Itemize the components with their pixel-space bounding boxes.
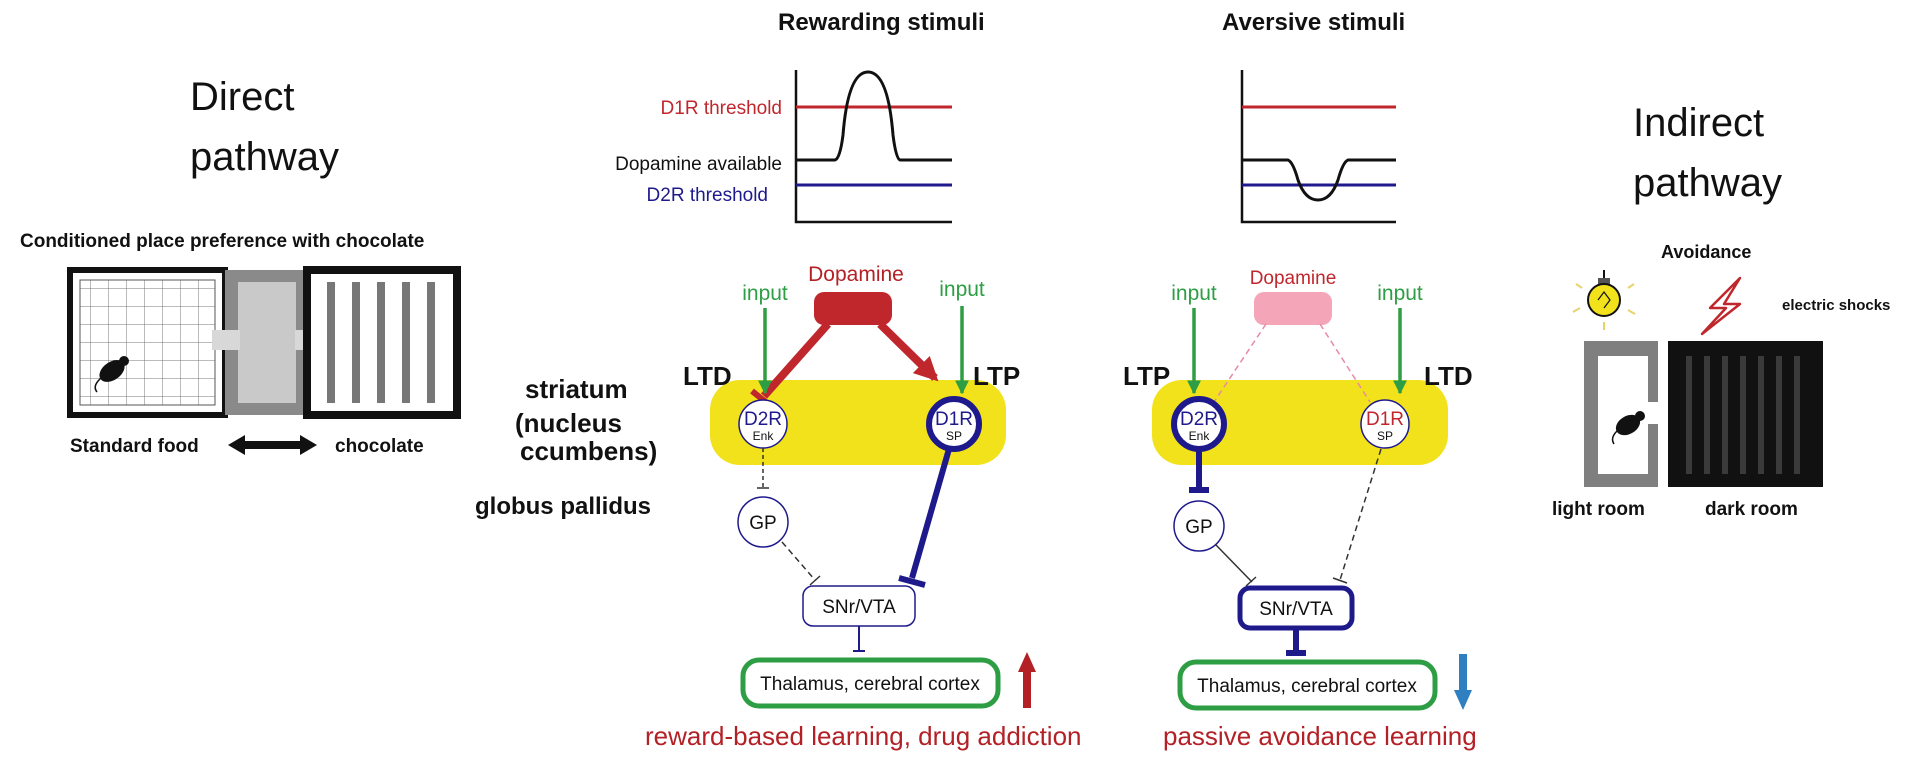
rewarding-graph	[794, 70, 952, 224]
avoidance-label: Avoidance	[1661, 242, 1751, 262]
aversive-ltp: LTP	[1123, 361, 1170, 391]
striatum-label: striatum	[525, 374, 628, 404]
reward-striatum-band	[710, 380, 1006, 465]
reward-thalamus: Thalamus, cerebral cortex	[760, 674, 980, 695]
aversive-d1r: D1R	[1366, 409, 1404, 430]
cpp-apparatus	[67, 266, 461, 419]
down-arrow-icon	[1454, 654, 1472, 710]
aversive-circuit: Dopamine input input LTP LTD D2R Enk D1R…	[1123, 268, 1477, 751]
globus-pallidus-label: globus pallidus	[475, 493, 651, 520]
reward-enk: Enk	[753, 429, 775, 443]
indirect-title-line2: pathway	[1633, 161, 1782, 205]
reward-dopamine-box	[814, 292, 892, 325]
mouse-icon-right	[1611, 411, 1645, 445]
aversive-gp: GP	[1185, 517, 1212, 538]
indirect-title-line1: Indirect	[1633, 101, 1764, 145]
d2r-threshold-label: D2R threshold	[647, 185, 768, 206]
direct-title-line1: Direct	[190, 75, 294, 119]
electric-shocks-label: electric shocks	[1782, 297, 1890, 314]
reward-gp: GP	[749, 513, 776, 534]
aversive-dopamine-label: Dopamine	[1250, 268, 1337, 289]
reward-ltd: LTD	[683, 361, 732, 391]
aversive-thalamus: Thalamus, cerebral cortex	[1197, 676, 1417, 697]
aversive-input-left: input	[1171, 282, 1217, 305]
standard-food-label: Standard food	[70, 436, 199, 457]
accumbens-label: ccumbens)	[520, 436, 657, 466]
reward-input-left: input	[742, 282, 788, 305]
aversive-graph	[1240, 70, 1396, 224]
aversive-title: Aversive stimuli	[1222, 9, 1405, 36]
aversive-d2r: D2R	[1180, 409, 1218, 430]
aversive-outcome: passive avoidance learning	[1163, 721, 1477, 751]
light-room-label: light room	[1552, 499, 1645, 520]
double-arrow-icon	[228, 435, 317, 455]
reward-dopamine-label: Dopamine	[808, 263, 904, 286]
aversive-dopamine-box	[1254, 292, 1332, 325]
mouse-icon	[94, 356, 129, 393]
avoidance-apparatus	[1584, 341, 1823, 487]
aversive-snr-vta: SNr/VTA	[1259, 599, 1333, 620]
d1r-threshold-label: D1R threshold	[661, 98, 782, 119]
direct-title-line2: pathway	[190, 135, 339, 179]
aversive-input-right: input	[1377, 282, 1423, 305]
dark-room-label: dark room	[1705, 499, 1798, 520]
cpp-title: Conditioned place preference with chocol…	[20, 231, 424, 252]
reward-outcome: reward-based learning, drug addiction	[645, 721, 1082, 751]
aversive-ltd: LTD	[1424, 361, 1473, 391]
up-arrow-icon	[1018, 652, 1036, 708]
reward-d1r: D1R	[935, 409, 973, 430]
light-bulb-icon	[1572, 270, 1636, 330]
dopamine-available-label: Dopamine available	[615, 154, 782, 175]
reward-input-right: input	[939, 278, 985, 301]
reward-ltp: LTP	[973, 361, 1020, 391]
reward-snr-vta: SNr/VTA	[822, 597, 896, 618]
chocolate-label: chocolate	[335, 436, 424, 457]
lightning-icon	[1700, 276, 1742, 336]
rewarding-title: Rewarding stimuli	[778, 9, 985, 36]
aversive-enk: Enk	[1189, 429, 1211, 443]
aversive-sp: SP	[1377, 429, 1393, 443]
nucleus-label: (nucleus	[515, 408, 622, 438]
reward-sp: SP	[946, 429, 962, 443]
reward-circuit: Dopamine input input LTD LTP D2R Enk D1R…	[645, 263, 1082, 751]
reward-d2r: D2R	[744, 409, 782, 430]
